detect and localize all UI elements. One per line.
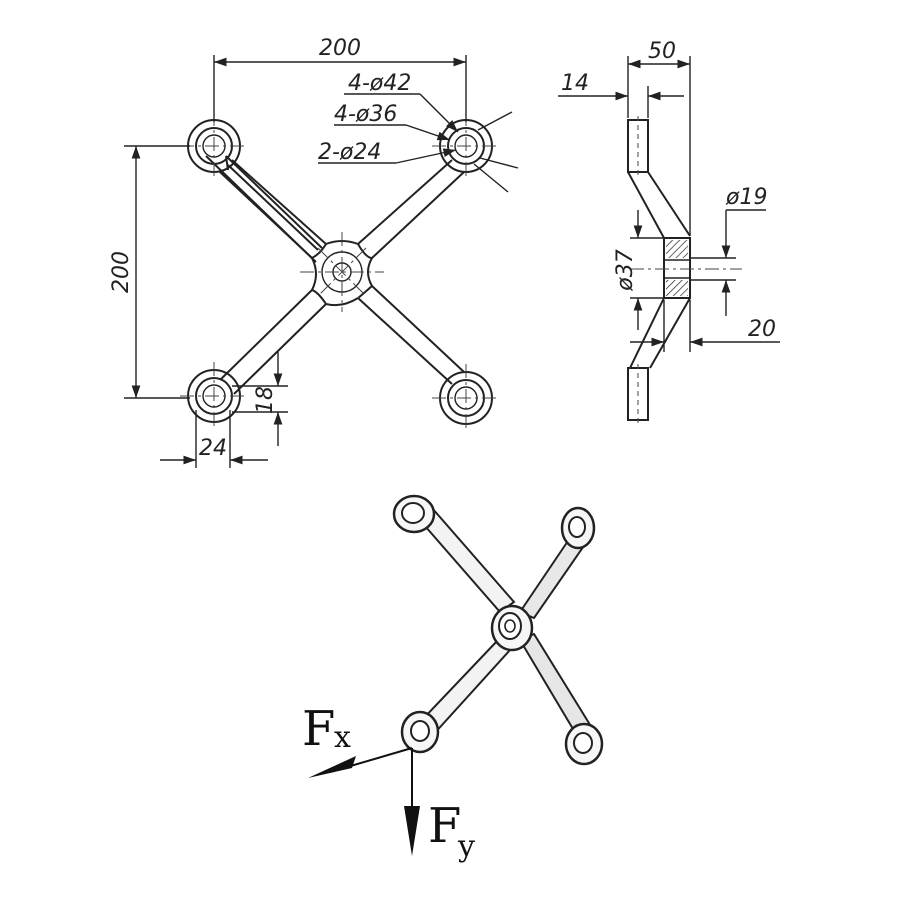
dim-depth: 50 xyxy=(627,39,691,236)
spider-arms xyxy=(205,155,465,395)
force-x-label: F xyxy=(302,701,335,757)
force-x-arrow xyxy=(308,747,413,778)
iso-arms xyxy=(416,506,594,738)
dim-bore: ø19 xyxy=(690,185,767,316)
dim-width-label: 200 xyxy=(319,36,361,61)
dim-plate: 14 xyxy=(558,71,684,118)
dim-arm-width-label: 24 xyxy=(199,436,227,461)
dim-width: 200 xyxy=(213,36,467,122)
hole-36-label: 4-ø36 xyxy=(334,102,397,127)
dim-height: 200 xyxy=(109,145,190,399)
iso-view: F x F y xyxy=(302,494,604,864)
force-y-subscript: y xyxy=(457,829,475,864)
hole-24-label: 2-ø24 xyxy=(318,140,381,165)
boss-bottom-right xyxy=(432,364,500,432)
iso-boss-bottom-right xyxy=(564,722,604,766)
side-view: 50 14 ø37 ø19 xyxy=(558,39,780,424)
dim-depth-label: 50 xyxy=(648,39,676,64)
dim-hub: ø37 xyxy=(613,210,664,330)
dim-arm-width: 24 xyxy=(160,410,268,468)
dim-hub-length: 20 xyxy=(630,300,780,352)
iso-boss-top-left xyxy=(392,494,436,534)
force-y-arrow xyxy=(404,748,420,856)
force-x-subscript: x xyxy=(334,720,351,755)
hole-callouts: 4-ø42 4-ø36 2-ø24 xyxy=(318,71,519,193)
iso-boss-bottom-left xyxy=(400,710,440,754)
dim-arm-offset: 18 xyxy=(232,352,288,446)
dim-arm-offset-label: 18 xyxy=(253,386,278,414)
dim-bore-label: ø19 xyxy=(725,185,767,210)
central-hub xyxy=(300,232,384,312)
boss-bottom-left xyxy=(180,362,248,430)
dim-height-label: 200 xyxy=(109,251,134,293)
iso-boss-top-right xyxy=(560,506,596,550)
top-view: 200 200 4-ø42 4-ø36 2-ø24 xyxy=(109,36,519,468)
dim-plate-label: 14 xyxy=(561,71,589,96)
dim-hub-label: ø37 xyxy=(613,249,638,291)
dim-hub-length-label: 20 xyxy=(748,317,776,342)
boss-top-left xyxy=(180,112,248,180)
iso-hub xyxy=(490,604,534,652)
force-y-label: F xyxy=(428,798,461,854)
hole-42-label: 4-ø42 xyxy=(348,71,411,96)
